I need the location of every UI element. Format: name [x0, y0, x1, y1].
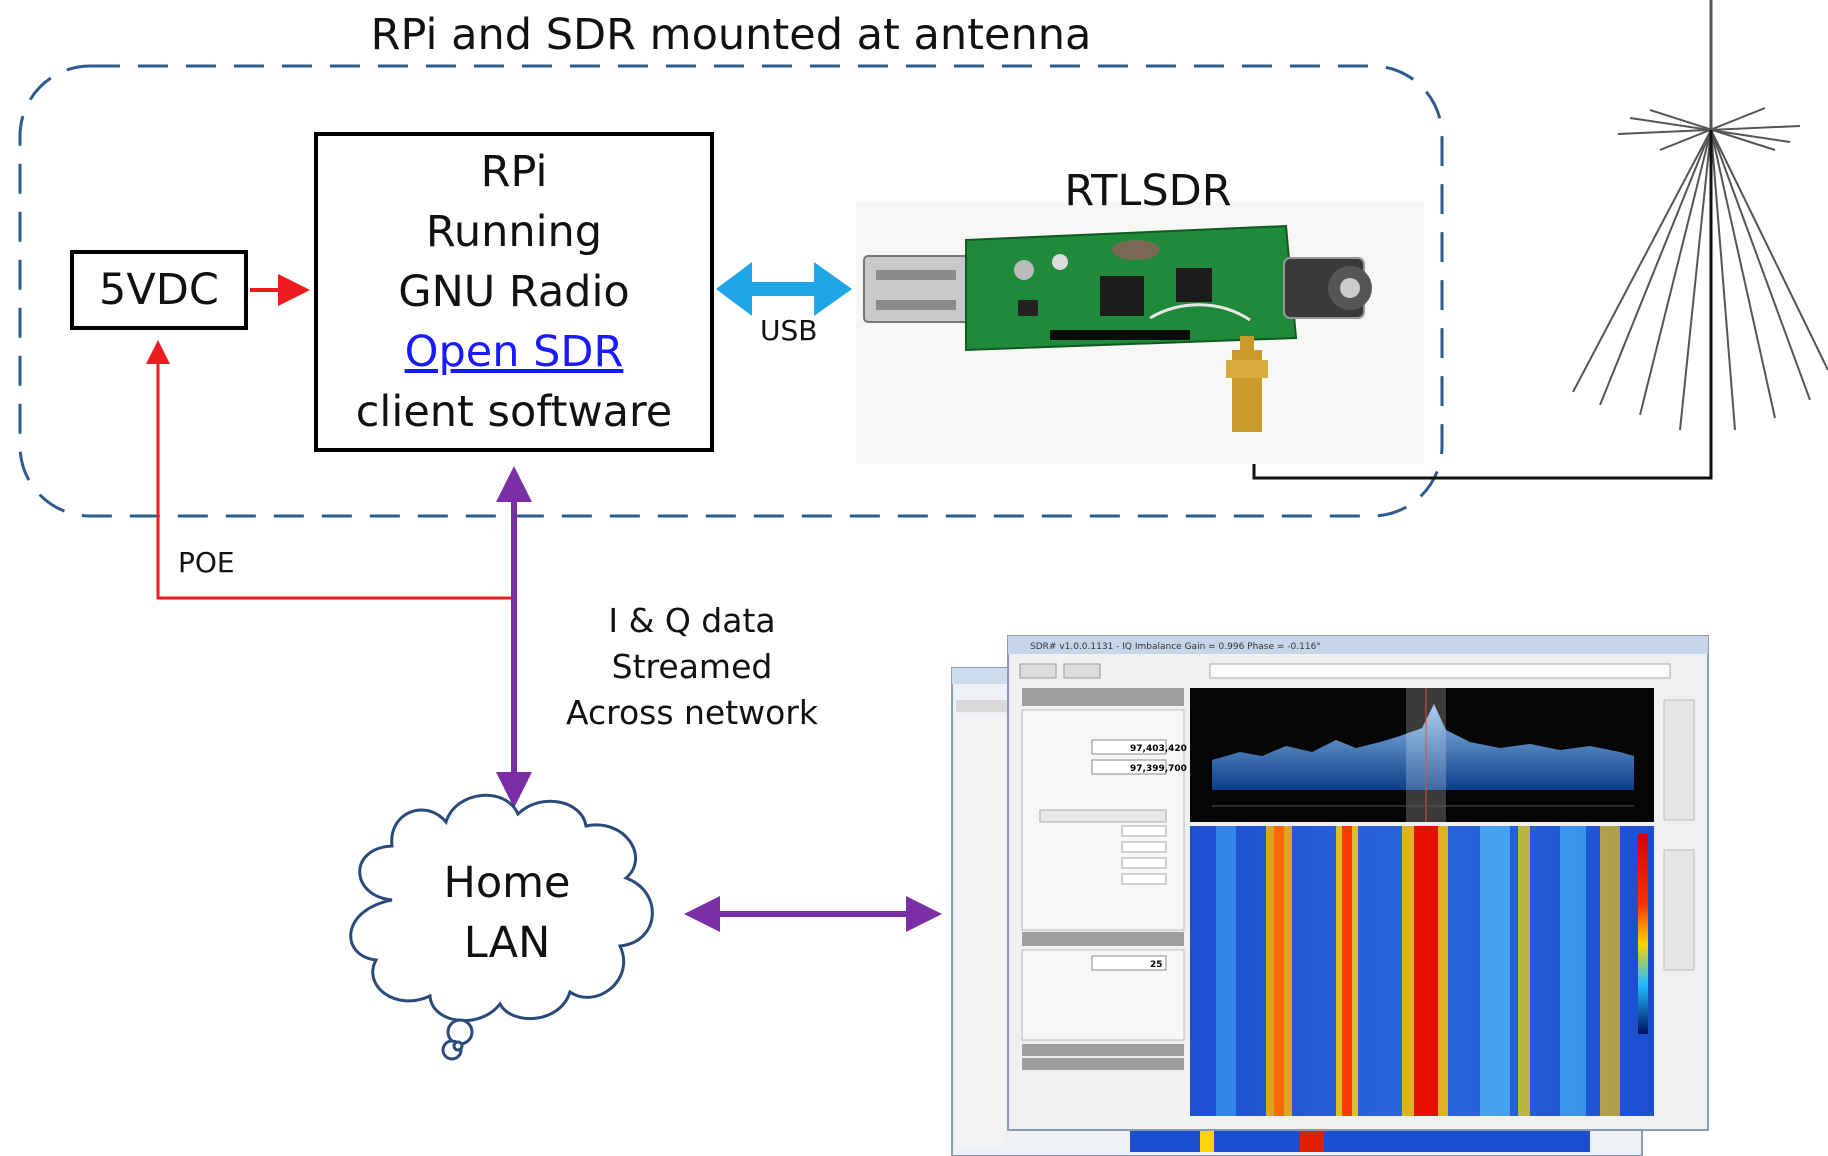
sdr-center-value: 97,399,700	[1130, 764, 1187, 774]
sdr-window-title: SDR# v1.0.0.1131 - IQ Imbalance Gain = 0…	[1030, 642, 1321, 652]
poe-label: POE	[178, 546, 235, 579]
sdr-frequency-value: 97,403,420	[1130, 744, 1187, 754]
home-lan-line-1: Home	[443, 858, 571, 908]
rpi-box: RPi Running GNU Radio Open SDR client so…	[314, 132, 714, 452]
rpi-line-3: GNU Radio	[398, 267, 630, 317]
antenna-icon	[1572, 0, 1828, 431]
stream-label: I & Q data Streamed Across network	[566, 598, 818, 736]
power-supply-label: 5VDC	[99, 265, 219, 315]
rpi-line-1: RPi	[480, 147, 548, 197]
sdr-software-screenshot: SDR# v1.0.0.1131 - IQ Imbalance Gain = 0…	[951, 635, 1709, 1156]
rpi-line-5: client software	[355, 387, 673, 437]
stream-label-line-1: I & Q data	[608, 601, 776, 640]
power-supply-box: 5VDC	[70, 250, 248, 330]
usb-label: USB	[760, 314, 818, 347]
stream-label-line-3: Across network	[565, 693, 819, 732]
open-sdr-link[interactable]: Open SDR	[404, 327, 624, 377]
diagram-title: RPi and SDR mounted at antenna	[370, 10, 1092, 60]
rtlsdr-dongle-image	[856, 202, 1424, 464]
rpi-line-2: Running	[425, 207, 603, 257]
antenna-enclosure-dashed-border	[18, 64, 1444, 518]
home-lan-line-2: LAN	[463, 918, 551, 968]
sdr-af-gain-value: 25	[1150, 960, 1163, 970]
home-lan-label: Home LAN	[444, 853, 571, 973]
cloud-icon	[349, 793, 654, 1061]
usb-arrow	[716, 262, 852, 316]
stream-label-line-2: Streamed	[611, 647, 773, 686]
rtlsdr-label: RTLSDR	[1064, 166, 1232, 216]
poe-line	[146, 340, 512, 600]
